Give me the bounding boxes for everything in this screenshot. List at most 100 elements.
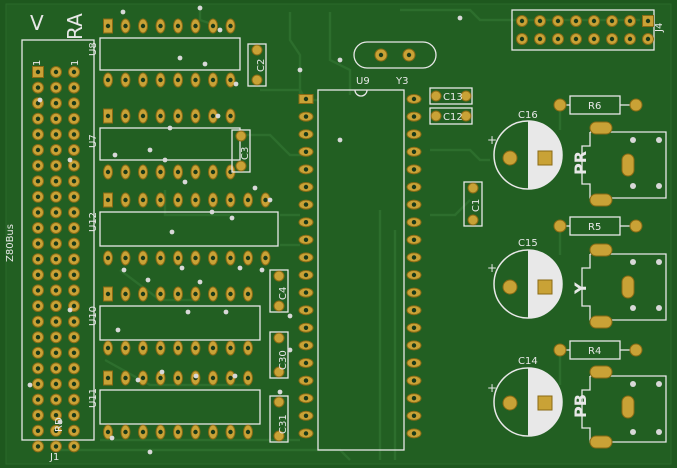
j1-pad-hole <box>35 179 41 184</box>
u11-pad-hole <box>140 375 146 381</box>
capacitor-c16: + C16 <box>487 110 563 190</box>
c4-pad-2 <box>273 300 285 312</box>
u11-pad-hole <box>228 429 233 435</box>
j1-pad-hole <box>71 210 77 215</box>
c3-pad-1 <box>235 130 247 142</box>
capacitor-c13: C13 <box>429 87 473 105</box>
u7-pad-hole <box>175 113 181 119</box>
via <box>27 382 33 388</box>
c15-pad-plus <box>502 279 518 295</box>
j1-pad-hole <box>53 288 59 293</box>
u7-pad-hole <box>158 113 163 119</box>
j1-pad-hole <box>35 444 41 449</box>
pr-pad-bottom <box>589 193 613 207</box>
c13-outline <box>429 87 473 105</box>
pb-pad-center <box>621 395 635 419</box>
ic-u11: U11 <box>88 370 261 440</box>
connector-j4: J4 <box>511 9 665 51</box>
u8-pad-hole <box>175 77 181 83</box>
label-pr: PR <box>571 151 590 175</box>
j1-pad-hole <box>35 132 41 137</box>
via <box>177 55 183 61</box>
u12-pad-hole <box>105 197 111 203</box>
y3-hole-2 <box>406 52 412 58</box>
j1-pad-hole <box>35 428 41 433</box>
label-u12: U12 <box>88 212 99 232</box>
j1-pad-hole <box>71 303 77 309</box>
via <box>217 27 223 33</box>
j1-pad-hole <box>71 69 77 75</box>
u10-pad-hole <box>123 345 128 351</box>
u10-pad-hole <box>228 291 233 297</box>
u10-pad-hole <box>105 345 111 351</box>
u12-pad-hole <box>158 255 163 261</box>
j1-pad-hole <box>35 69 41 75</box>
u7-pad-hole <box>105 169 111 175</box>
u9-pad-hole <box>411 149 417 154</box>
u8-pad-hole <box>193 77 198 83</box>
u11-pad-hole <box>158 375 163 381</box>
j4-pad-hole <box>537 36 543 42</box>
u11-pad-hole <box>210 429 216 435</box>
label-r6: R6 <box>588 101 601 112</box>
u9-pad-hole <box>411 308 417 313</box>
u7-pad-hole <box>210 113 216 119</box>
u10-pads <box>103 286 253 356</box>
label-c4: C4 <box>278 287 289 300</box>
u12-pad-hole <box>210 255 216 261</box>
j1-pad-hole <box>35 194 41 199</box>
u9-pad-hole <box>303 114 309 119</box>
u9-pad-hole <box>411 255 417 260</box>
c14-plus-sign: + <box>487 381 497 395</box>
u8-pad-hole <box>158 77 163 83</box>
j1-pad-hole <box>53 397 59 402</box>
j4-pad-hole <box>627 18 633 24</box>
label-u10: U10 <box>88 306 99 326</box>
u9-notch <box>354 89 368 97</box>
via <box>277 389 283 395</box>
y-mount-hole-4 <box>656 305 662 311</box>
via <box>185 309 191 315</box>
u10-pad-hole <box>245 345 251 351</box>
via <box>37 97 43 103</box>
u11-pad-hole <box>245 429 251 435</box>
j4-pad-hole <box>609 18 615 24</box>
u9-pad-hole <box>411 237 417 242</box>
j1-pad-hole <box>53 319 59 324</box>
j4-pad-hole <box>519 36 525 42</box>
label-c15: C15 <box>518 238 538 249</box>
pr-pad-top <box>589 121 613 135</box>
j4-pad-hole <box>555 18 561 24</box>
j1-pad-hole <box>71 85 77 90</box>
j1-pad-hole <box>71 179 77 184</box>
via <box>337 137 343 143</box>
j1-pad-hole <box>35 163 41 168</box>
via <box>209 209 215 215</box>
via <box>112 152 118 158</box>
r5-pad-1 <box>553 219 567 233</box>
label-rd: RD <box>54 417 65 432</box>
j4-pad-hole <box>591 36 597 42</box>
via <box>179 265 185 271</box>
via <box>233 81 239 87</box>
u9-pad-hole <box>303 96 309 102</box>
u9-pad-hole <box>303 360 309 366</box>
label-r4: R4 <box>588 346 601 357</box>
via <box>267 197 273 203</box>
c30-pad-2 <box>273 366 285 378</box>
c4-pad-1 <box>273 270 285 282</box>
u9-pad-hole <box>411 396 417 401</box>
pr-mount-hole-4 <box>656 183 662 189</box>
label-c31: C31 <box>278 414 289 434</box>
c16-plus-sign: + <box>487 133 497 147</box>
j1-pad-hole <box>53 241 59 246</box>
u9-pad-hole <box>303 220 309 225</box>
j1-outline <box>21 39 95 441</box>
label-j4: J4 <box>654 23 665 33</box>
u8-pad-hole <box>193 23 198 29</box>
j1-pad-hole <box>71 319 77 324</box>
u9-pad-hole <box>411 325 417 330</box>
r5-pad-2 <box>629 219 643 233</box>
u11-pad-hole <box>140 429 146 435</box>
